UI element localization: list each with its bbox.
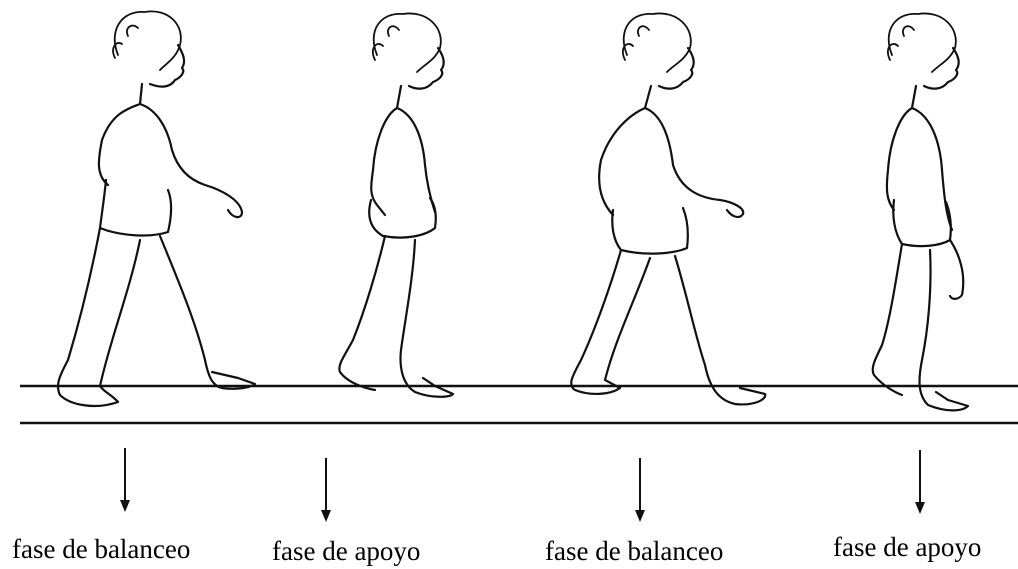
walker-4-figure — [873, 13, 968, 410]
walker-1-figure — [58, 11, 255, 406]
arrow-down-icon — [120, 448, 130, 512]
label-swing-phase-2: fase de balanceo — [545, 538, 723, 565]
walker-2-figure — [339, 13, 453, 396]
arrow-down-icon — [321, 458, 331, 522]
label-swing-phase-1: fase de balanceo — [12, 536, 190, 563]
arrow-down-icon — [915, 450, 925, 514]
walker-3-figure — [571, 13, 765, 404]
arrow-down-icon — [635, 458, 645, 522]
label-stance-phase-1: fase de apoyo — [272, 538, 420, 565]
label-stance-phase-2: fase de apoyo — [833, 534, 981, 561]
